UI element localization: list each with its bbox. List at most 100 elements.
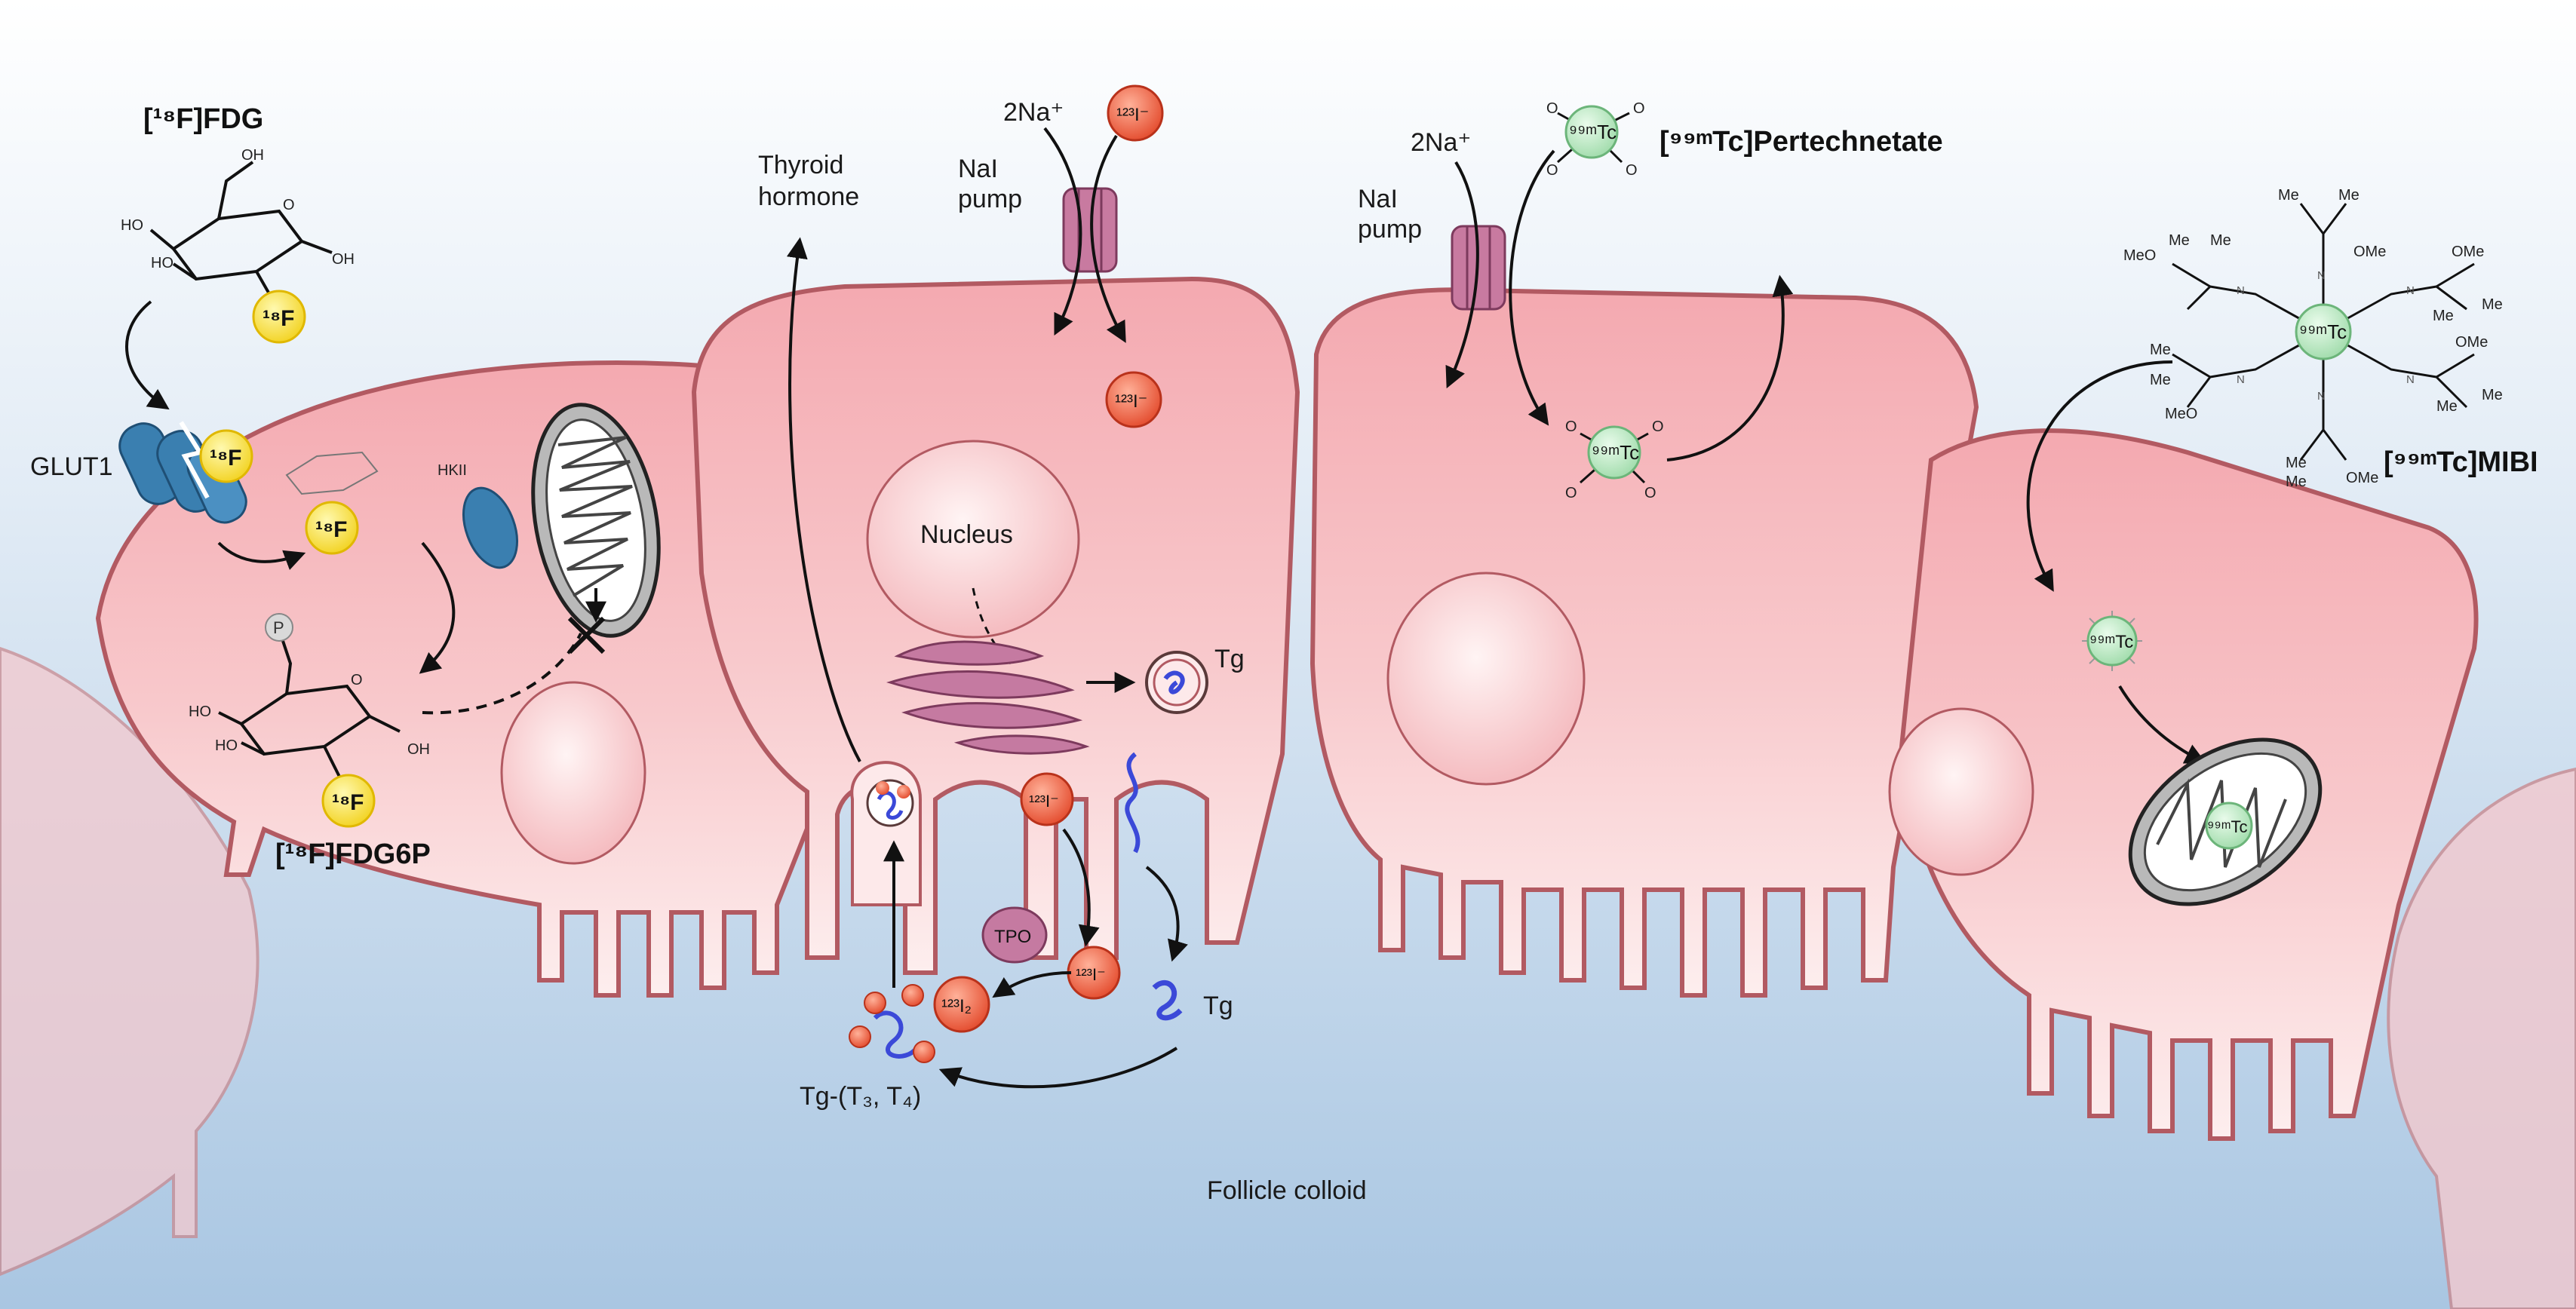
- svg-text:¹²³I⁻: ¹²³I⁻: [1115, 391, 1147, 412]
- mibi-entry-arrow: [2026, 360, 2173, 592]
- mibi-n-ul: N: [2237, 284, 2245, 297]
- tg-vesicle: [1145, 651, 1208, 714]
- mibi-me-3: Me: [2169, 232, 2190, 249]
- right-neighbor-cell: [2387, 767, 2576, 1309]
- pt2-o-2: O: [1565, 418, 1577, 435]
- mibi-me-7: Me: [2150, 342, 2171, 358]
- follicle-colloid-label: Follicle colloid: [1207, 1176, 1367, 1205]
- nucleus-label: Nucleus: [920, 520, 1013, 549]
- fdg-ho-2: HO: [151, 255, 173, 271]
- phosphate-badge: P: [265, 613, 293, 642]
- mibi-me-12: Me: [2286, 474, 2307, 490]
- pt-o-1: O: [1633, 100, 1645, 117]
- fdg-o-ring: O: [283, 197, 295, 213]
- mibi-tc-center: ⁹⁹ᵐTc: [2295, 303, 2352, 360]
- fdg-structure: [149, 161, 333, 299]
- mibi-meo-1: MeO: [2123, 247, 2156, 264]
- thyroid-hormone-arrow: [786, 237, 861, 762]
- tg-vesicle-label: Tg: [1214, 645, 1245, 673]
- mibi-n-lr: N: [2406, 373, 2415, 386]
- thyroid-hormone-line2: hormone: [758, 182, 859, 211]
- iodine-badge: ¹²³I₂: [933, 976, 990, 1033]
- cell-pertechnetate: [1309, 287, 1979, 998]
- iodide-efflux-arrow: [1062, 828, 1100, 947]
- svg-text:⁹⁹ᵐTc: ⁹⁹ᵐTc: [2207, 817, 2247, 836]
- cell-mibi-nucleus: [1888, 707, 2034, 876]
- hkii-enzyme: [462, 486, 518, 569]
- mibi-meo-2: MeO: [2165, 406, 2197, 422]
- svg-text:¹²³I⁻: ¹²³I⁻: [1029, 792, 1059, 811]
- mibi-ome-1: OMe: [2353, 244, 2386, 260]
- hkii-arrow: [419, 541, 456, 674]
- mitochondrion-fdg: [531, 403, 661, 638]
- pt-o-3: O: [1546, 162, 1558, 179]
- tc-nai-line1: NaI: [1358, 185, 1398, 213]
- intracellular-fdg: ¹⁸F: [285, 451, 379, 555]
- tg-secretion-arrow: [1145, 866, 1188, 962]
- cell-iodide-nucleus: [866, 440, 1080, 639]
- pertechnetate-structure-top: ⁹⁹ᵐTc: [1557, 105, 1630, 164]
- thyroid-hormone-line1: Thyroid: [758, 151, 843, 179]
- pertechnetate-structure-cell: ⁹⁹ᵐTc: [1580, 425, 1649, 484]
- fdg-oh-top: OH: [241, 147, 264, 164]
- hkii-label: HKII: [438, 462, 467, 479]
- left-neighbor-cell: [0, 646, 259, 1277]
- svg-text:⁹⁹ᵐTc: ⁹⁹ᵐTc: [2089, 632, 2133, 652]
- mibi-cytoplasm: ⁹⁹ᵐTc: [2082, 611, 2142, 671]
- svg-text:P: P: [273, 618, 284, 637]
- tc-entry-arrow: [1509, 149, 1555, 426]
- mibi-me-11: Me: [2286, 455, 2307, 471]
- iodide-top-badge: ¹²³I⁻: [1107, 84, 1164, 142]
- iodide-colloid-badge: ¹²³I⁻: [1067, 946, 1121, 1000]
- iodinated-tg: [849, 984, 935, 1063]
- tg-colloid-strand: [1152, 979, 1183, 1021]
- svg-text:¹²³I⁻: ¹²³I⁻: [1076, 965, 1106, 984]
- glut1-release-arrow: [217, 541, 306, 570]
- mibi-me-9: Me: [2436, 398, 2458, 415]
- fdg-title: [¹⁸F]FDG: [143, 103, 263, 135]
- iodide-nai-line2: pump: [958, 185, 1022, 213]
- svg-text:⁹⁹ᵐTc: ⁹⁹ᵐTc: [2299, 320, 2347, 343]
- iodination-arrow: [938, 1047, 1178, 1089]
- fdg6p-o-ring: O: [351, 672, 363, 688]
- mibi-n-ur: N: [2406, 284, 2415, 297]
- svg-text:⁹⁹ᵐTc: ⁹⁹ᵐTc: [1592, 441, 1639, 464]
- mibi-n-top: N: [2317, 269, 2326, 282]
- pt-o-4: O: [1626, 162, 1638, 179]
- iodide-apical-badge: ¹²³I⁻: [1020, 772, 1074, 826]
- fdg6p-oh: OH: [407, 741, 430, 758]
- block-cross: [567, 616, 606, 654]
- na-entry-arrow-1: [1043, 127, 1082, 336]
- mibi-me-4: Me: [2210, 232, 2231, 249]
- svg-text:TPO: TPO: [994, 927, 1031, 947]
- cell-pertechnetate-nucleus: [1386, 572, 1586, 786]
- mibi-n-bottom: N: [2317, 390, 2326, 403]
- tg-colloid-label: Tg: [1203, 992, 1233, 1020]
- glut1-label: GLUT1: [30, 452, 113, 481]
- na-entry-arrow-2: [1445, 161, 1479, 389]
- fdg-oh-right: OH: [332, 251, 355, 268]
- endocytic-vesicle: [850, 761, 922, 906]
- cell-fdg-nucleus: [500, 681, 646, 865]
- mibi-me-8: Me: [2150, 372, 2171, 388]
- mibi-me-5: Me: [2433, 308, 2454, 324]
- svg-text:¹⁸F: ¹⁸F: [263, 306, 295, 331]
- mitochondrion-mibi: ⁹⁹ᵐTc: [2128, 737, 2323, 906]
- svg-text:¹²³I⁻: ¹²³I⁻: [1116, 105, 1149, 125]
- mibi-me-10: Me: [2482, 387, 2503, 403]
- mibi-ome-2: OMe: [2452, 244, 2484, 260]
- fdg6p-fluorine-badge: ¹⁸F: [321, 774, 376, 828]
- tc-nai-line2: pump: [1358, 215, 1422, 244]
- fdg6p-ho-2: HO: [215, 737, 238, 754]
- tg-secretion-strand: [1125, 752, 1141, 854]
- iodide-two-na: 2Na⁺: [1003, 98, 1064, 127]
- mibi-n-ll: N: [2237, 373, 2245, 386]
- mibi-me-6: Me: [2482, 296, 2503, 313]
- fdg6p-structure: [218, 640, 401, 777]
- tc-two-na: 2Na⁺: [1411, 128, 1471, 157]
- mibi-me-1: Me: [2278, 187, 2299, 204]
- golgi-apparatus: [886, 640, 1090, 755]
- pt-o-2: O: [1546, 100, 1558, 117]
- nai-pump-iodide: [1062, 187, 1118, 273]
